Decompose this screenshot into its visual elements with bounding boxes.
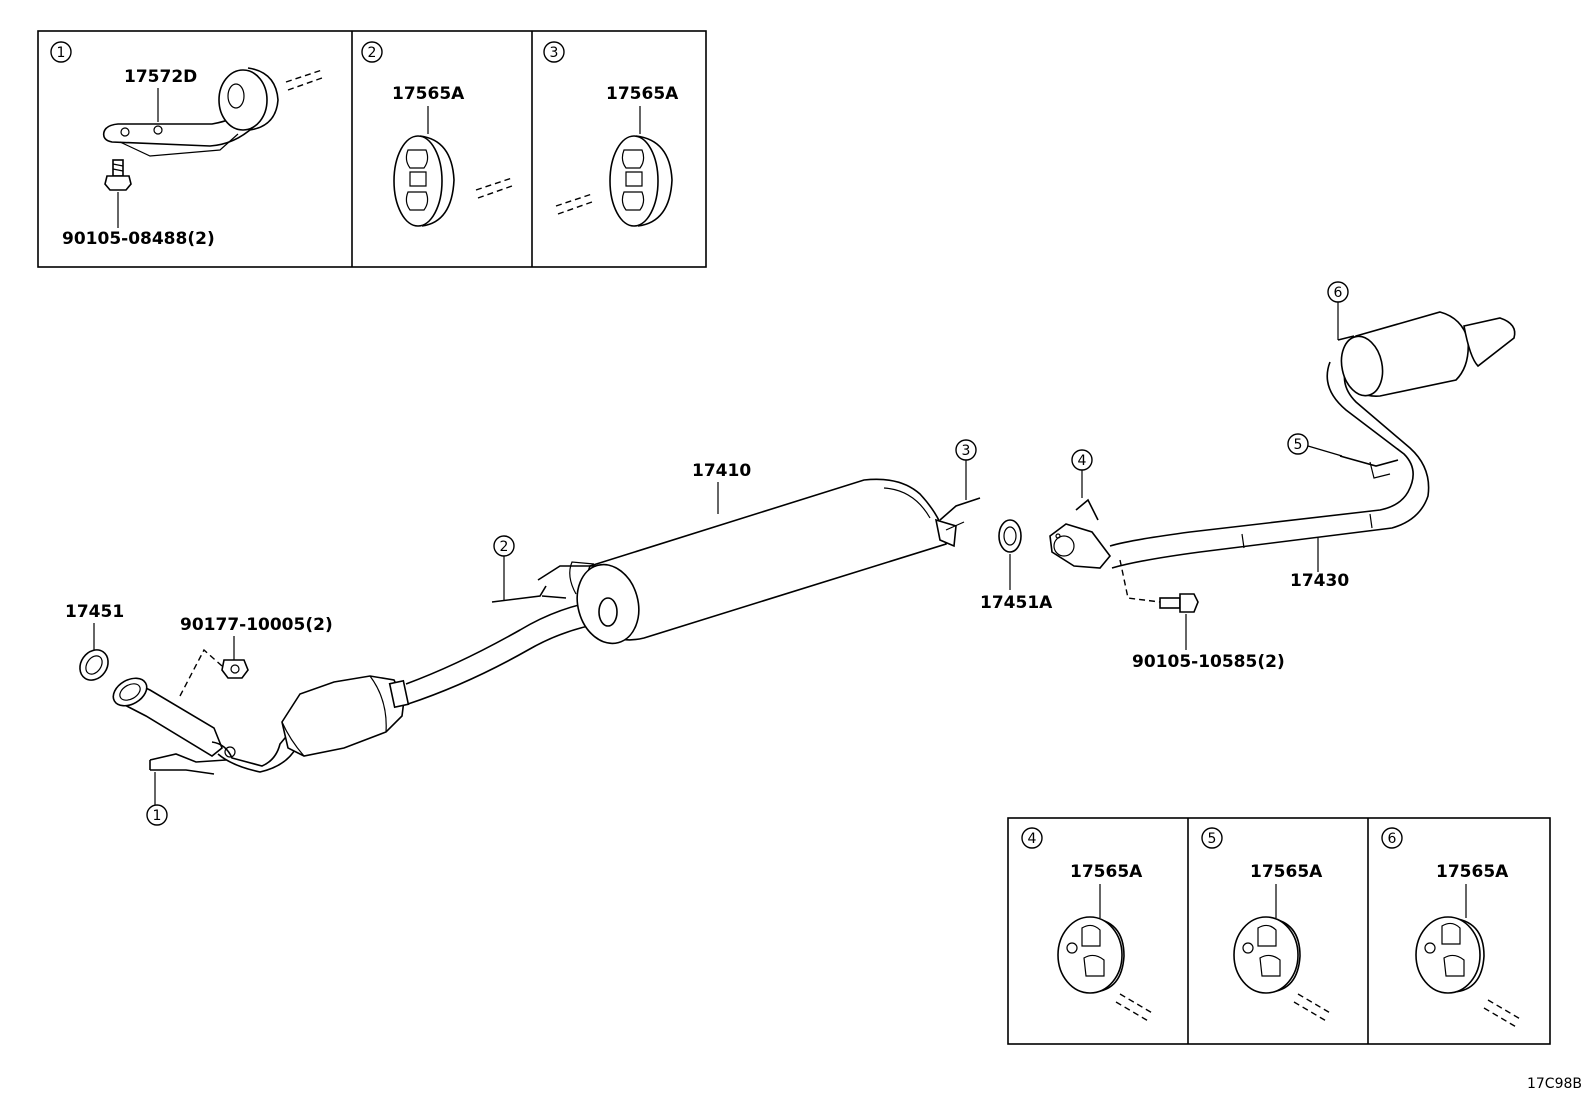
rubber-hanger-icon: [393, 135, 455, 227]
pin-dashed: [557, 201, 593, 215]
inset-box-3: 3 17565A: [543, 41, 679, 227]
bolt-icon: [104, 159, 132, 191]
rubber-hanger-icon: [609, 135, 673, 227]
callout-number: 3: [550, 45, 559, 61]
dashed-connection: [1119, 559, 1161, 603]
center-muffler-icon: [537, 478, 947, 645]
part-number-label[interactable]: 17565A: [392, 84, 465, 104]
rear-muffler-icon: [1337, 311, 1516, 397]
bracket-hole: [153, 125, 163, 135]
mount-hole: [227, 83, 245, 109]
pin-dashed: [1115, 1001, 1151, 1023]
callout-circle: [1287, 433, 1309, 455]
inset-box-4: 4 17565A: [1021, 827, 1155, 1023]
part-number-label[interactable]: 17565A: [1250, 862, 1323, 882]
callout-number: 4: [1028, 831, 1037, 847]
part-number-label[interactable]: 17565A: [1070, 862, 1143, 882]
part-number-label[interactable]: 17451: [65, 602, 124, 622]
callout-number: 3: [962, 443, 971, 459]
callout-number: 1: [153, 808, 162, 824]
front-exhaust-pipe-icon: [112, 677, 313, 775]
callout-circle: [50, 41, 72, 63]
callout-number: 2: [500, 539, 509, 555]
callout-circle: [955, 439, 977, 461]
bracket-edge: [119, 133, 239, 157]
diagram-code: 17C98B: [1527, 1076, 1582, 1092]
inset-top-frame: [37, 30, 707, 268]
part-number-label[interactable]: 90105-10585(2): [1132, 652, 1285, 672]
pin-dashed: [555, 193, 593, 207]
inset-box-2: 2 17565A: [361, 41, 513, 227]
part-number-label[interactable]: 17565A: [1436, 862, 1509, 882]
tail-pipe-icon: [1049, 361, 1430, 569]
bolt-icon: [1159, 593, 1199, 613]
callout-circle: [361, 41, 383, 63]
pin-dashed: [1297, 993, 1333, 1015]
nut-icon: [221, 659, 249, 679]
bracket-hole: [120, 127, 130, 137]
rubber-hanger-icon: [1057, 916, 1125, 994]
gasket-icon: [79, 649, 109, 681]
pin-dashed: [477, 185, 513, 199]
hanger-rod: [1339, 455, 1399, 467]
callout-circle: [1381, 827, 1403, 849]
inset-bottom: 4 17565A 5 17565A: [1007, 817, 1551, 1045]
hanger-bracket: [1369, 461, 1391, 479]
callout-number: 4: [1078, 453, 1087, 469]
callout-circle: [1021, 827, 1043, 849]
part-number-label[interactable]: 90105-08488(2): [62, 229, 215, 249]
mount-side: [247, 67, 279, 131]
part-number-label[interactable]: 17565A: [606, 84, 679, 104]
catalytic-converter-icon: [281, 675, 410, 757]
hanger-rod: [491, 585, 547, 603]
callout-circle: [1071, 449, 1093, 471]
callout-number: 6: [1334, 285, 1343, 301]
callout-number: 1: [57, 45, 66, 61]
leader-line: [1307, 445, 1343, 457]
callout-number: 6: [1388, 831, 1397, 847]
hanger-rod-3: [934, 497, 981, 548]
main-assembly: 17451 90177-10005(2) 1: [65, 281, 1516, 826]
callout-circle: [1201, 827, 1223, 849]
callout-number: 5: [1294, 437, 1303, 453]
inset-box-6: 6 17565A: [1381, 827, 1523, 1029]
part-number-label[interactable]: 17410: [692, 461, 751, 481]
pin-dashed: [1293, 1001, 1329, 1023]
callout-number: 2: [368, 45, 377, 61]
inset-top: 1 17572D 90105-08488(2): [37, 30, 707, 268]
inset-box-1: 1 17572D 90105-08488(2): [50, 41, 323, 249]
part-number-label[interactable]: 17451A: [980, 593, 1053, 613]
inset-box-5: 5 17565A: [1201, 827, 1333, 1023]
part-number-label[interactable]: 90177-10005(2): [180, 615, 333, 635]
callout-circle: [146, 804, 168, 826]
inset-bottom-frame: [1007, 817, 1551, 1045]
rubber-hanger-icon: [1233, 916, 1301, 994]
pin-dashed: [287, 77, 323, 91]
pin-dashed: [285, 69, 323, 83]
callout-circle: [493, 535, 515, 557]
pin-dashed: [475, 177, 513, 191]
gasket-icon: [998, 519, 1022, 553]
part-number-label[interactable]: 17430: [1290, 571, 1349, 591]
pin-dashed: [1487, 999, 1523, 1021]
pin-dashed: [1119, 993, 1155, 1015]
callout-number: 5: [1208, 831, 1217, 847]
callout-circle: [543, 41, 565, 63]
callout-circle: [1327, 281, 1349, 303]
rubber-hanger-icon: [1415, 916, 1485, 994]
dashed-connection: [179, 648, 223, 697]
part-number-label[interactable]: 17572D: [124, 67, 197, 87]
pin-dashed: [1483, 1007, 1519, 1029]
